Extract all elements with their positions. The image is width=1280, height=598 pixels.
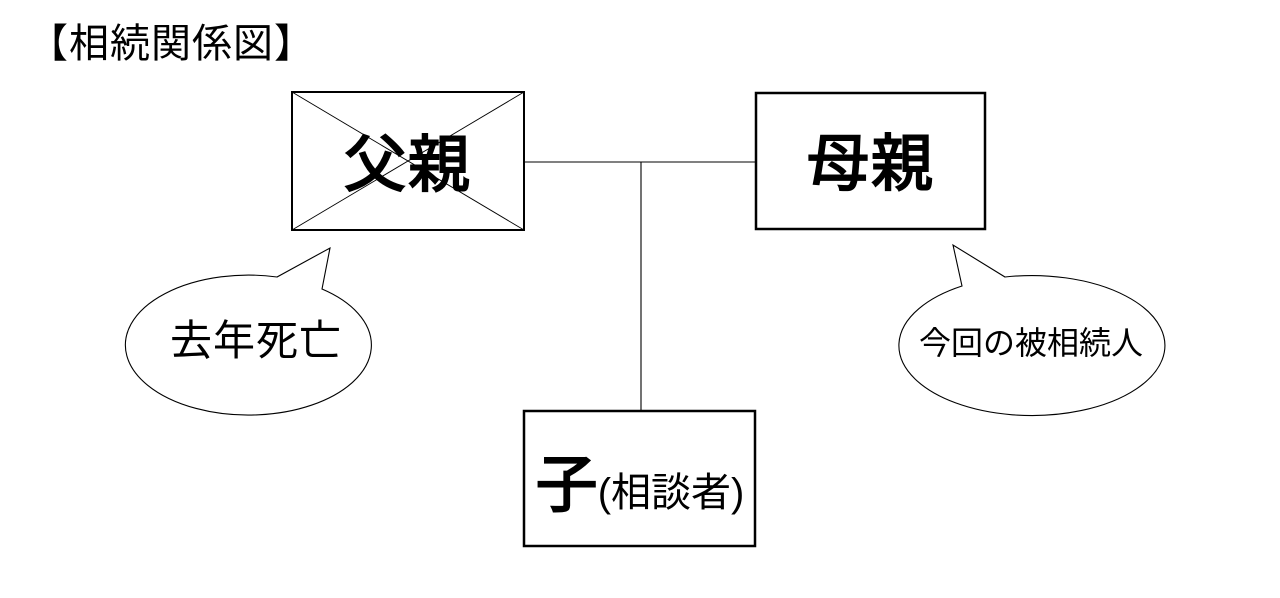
mother-note-text: 今回の被相続人: [919, 325, 1143, 361]
father-note-callout: 去年死亡: [124, 246, 372, 416]
father-note-bubble: [124, 246, 372, 416]
child-name: 子: [536, 451, 598, 520]
mother-box: [754, 91, 987, 231]
father-note-text: 去年死亡: [170, 317, 342, 364]
mother-note-callout: 今回の被相続人: [898, 243, 1166, 417]
child-role-suffix: (相談者): [598, 471, 745, 515]
mother-node: 母親: [754, 91, 987, 231]
mother-note-bubble: [898, 243, 1166, 417]
child-box: [522, 409, 757, 548]
child-label: 子(相談者): [536, 451, 745, 520]
diagram-title: 【相続関係図】: [28, 22, 315, 66]
deceased-cross-line-2: [291, 91, 525, 231]
father-label: 父親: [344, 131, 472, 200]
mother-label: 母親: [807, 130, 935, 199]
father-node: 父親: [291, 91, 525, 231]
child-node: 子(相談者): [522, 409, 757, 548]
